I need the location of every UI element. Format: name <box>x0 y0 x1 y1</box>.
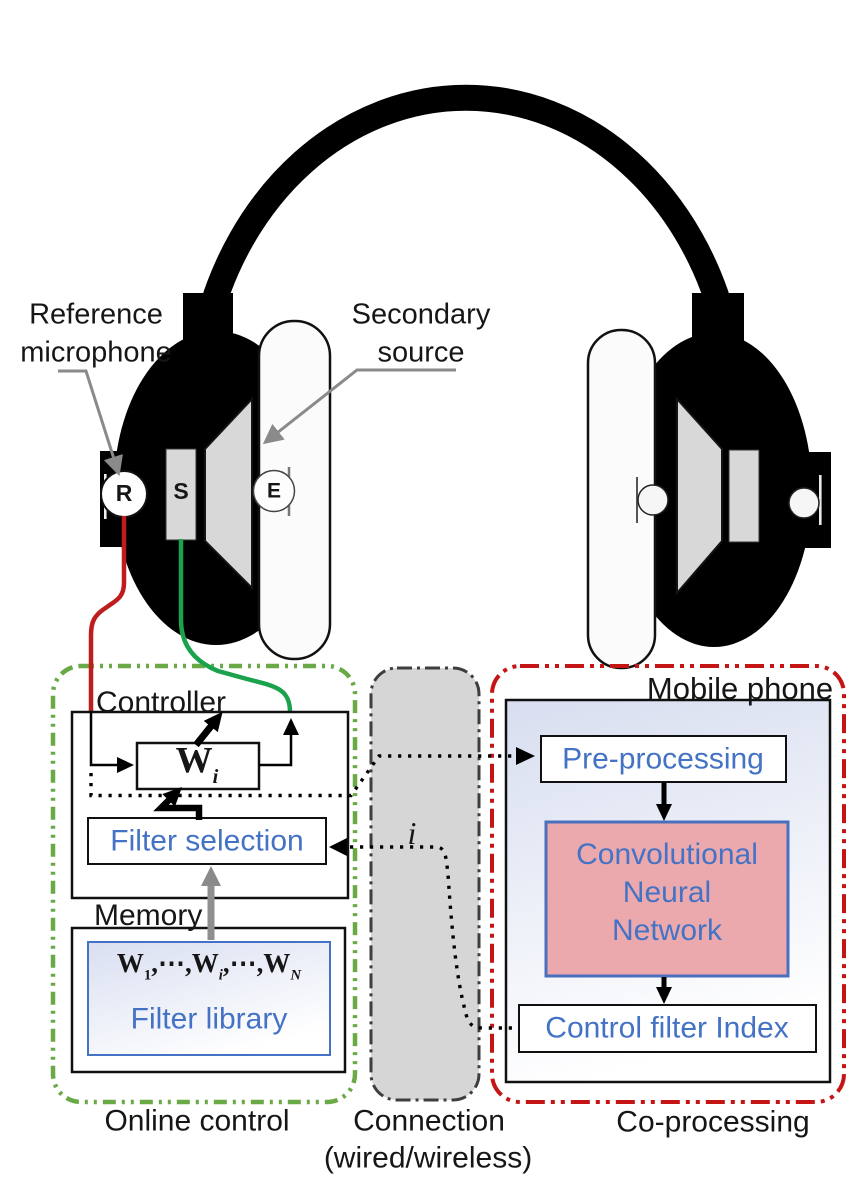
index-arrowhead <box>329 838 347 856</box>
connection-box <box>369 666 481 1102</box>
cnn-label-line1: Convolutional <box>576 838 758 871</box>
secondary-source-wire <box>178 539 293 713</box>
controller-label: Controller <box>96 686 227 719</box>
online-control-label: Online control <box>104 1104 290 1138</box>
pre-processing-box <box>540 735 787 783</box>
secondary-source-leader-arrow <box>262 368 456 445</box>
right-reference-mic-circle <box>788 487 820 519</box>
reference-microphone-label-line1: Reference <box>29 298 163 331</box>
cnn-label: Convolutional Neural Network <box>576 836 758 950</box>
co-processing-label: Co-processing <box>616 1105 810 1139</box>
reference-to-wi-arrow <box>89 711 134 773</box>
connection-label-line2: (wired/wireless) <box>323 1141 533 1175</box>
pre-processing-label: Pre-processing <box>562 742 764 776</box>
wi-box <box>135 741 261 791</box>
filter-library-box <box>87 941 331 1056</box>
right-driver <box>728 449 760 543</box>
right-speaker-cone <box>676 396 723 596</box>
reference-mic-leader-arrow <box>58 369 123 477</box>
right-error-mic-circle <box>637 484 669 516</box>
index-to-filter-selection-dotted <box>350 845 518 1030</box>
reference-mic-letter: R <box>115 480 133 507</box>
filter-library-formula: W1,⋯,Wi,⋯,WN <box>116 948 302 984</box>
secondary-source-letter: S <box>173 478 189 505</box>
connection-label-line1: Connection <box>353 1104 505 1138</box>
memory-label: Memory <box>94 899 203 932</box>
secondary-source-label-line1: Secondary <box>351 298 491 331</box>
secondary-source-label-line2: source <box>377 336 465 368</box>
cnn-label-line3: Network <box>611 914 723 947</box>
wi-output-arrow <box>259 718 299 767</box>
control-filter-index-box <box>518 1004 817 1053</box>
mobile-phone-label: Mobile phone <box>646 670 834 706</box>
co-processing-border <box>490 664 846 1104</box>
secondary-source-label: Secondary source <box>352 296 491 371</box>
reference-microphone-label: Reference microphone <box>20 296 172 371</box>
cnn-box <box>544 820 790 978</box>
filter-selection-box <box>87 817 327 865</box>
wi-up-arrow <box>193 711 223 748</box>
filter-library-label: Filter library <box>130 1002 288 1036</box>
reference-microphone-label-line2: microphone <box>20 336 172 368</box>
left-speaker-cone <box>204 396 253 591</box>
wi-formula: Wi <box>175 740 219 788</box>
headband <box>193 84 739 334</box>
filter-selection-to-wi-arrow <box>153 786 203 820</box>
right-mic-slit <box>819 475 822 525</box>
reference-to-preprocessing-dotted <box>89 747 535 798</box>
cnn-label-line2: Neural <box>622 876 712 909</box>
index-signal-label: i <box>407 815 417 852</box>
filter-selection-label: Filter selection <box>110 824 304 858</box>
reference-mic-wire <box>88 516 127 712</box>
error-mic-letter: E <box>266 479 282 503</box>
control-filter-index-label: Control filter Index <box>545 1011 789 1045</box>
error-mic-circle <box>252 469 296 513</box>
